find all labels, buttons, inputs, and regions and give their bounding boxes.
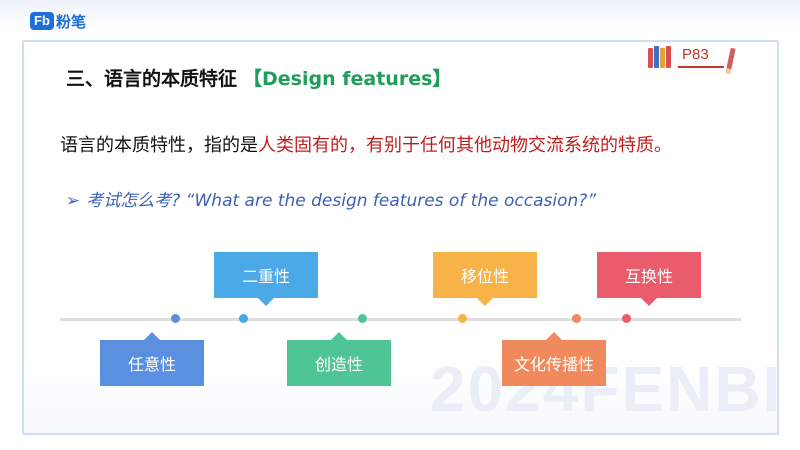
timeline-dot <box>239 314 248 323</box>
feature-box: 任意性 <box>100 332 204 386</box>
page-number: P83 <box>682 46 709 63</box>
definition-prefix: 语言的本质特性，指的是 <box>60 135 258 156</box>
pencil-icon <box>725 47 736 75</box>
page-badge: P83 <box>648 44 742 76</box>
title-en: 【Design features】 <box>243 68 452 90</box>
watermark: 2024FENBI <box>430 353 783 425</box>
slide-title: 三、语言的本质特征【Design features】 <box>66 64 451 91</box>
exam-question: ➢考试怎么考? “What are the design features of… <box>66 186 596 211</box>
logo-mark: Fb <box>30 12 54 30</box>
arrow-bullet-icon: ➢ <box>66 191 81 211</box>
fenbi-logo: Fb 粉笔 <box>30 10 86 32</box>
question-text: 考试怎么考? “What are the design features of … <box>86 191 597 211</box>
definition-text: 语言的本质特性，指的是人类固有的，有别于任何其他动物交流系统的特质。 <box>60 131 672 157</box>
timeline-dot <box>458 314 467 323</box>
timeline-dot <box>171 314 180 323</box>
page-underline <box>678 66 724 68</box>
timeline-dot <box>358 314 367 323</box>
header-band <box>0 0 800 30</box>
feature-box: 创造性 <box>287 332 391 386</box>
logo-text: 粉笔 <box>56 12 87 31</box>
title-cn: 三、语言的本质特征 <box>66 68 238 90</box>
definition-highlight: 人类固有的，有别于任何其他动物交流系统的特质。 <box>258 135 672 156</box>
timeline-line <box>60 318 741 321</box>
feature-box: 二重性 <box>214 252 318 306</box>
feature-box: 互换性 <box>597 252 701 306</box>
timeline-dot <box>622 314 631 323</box>
feature-box: 移位性 <box>433 252 537 306</box>
timeline-dot <box>572 314 581 323</box>
feature-box: 文化传播性 <box>502 332 606 386</box>
